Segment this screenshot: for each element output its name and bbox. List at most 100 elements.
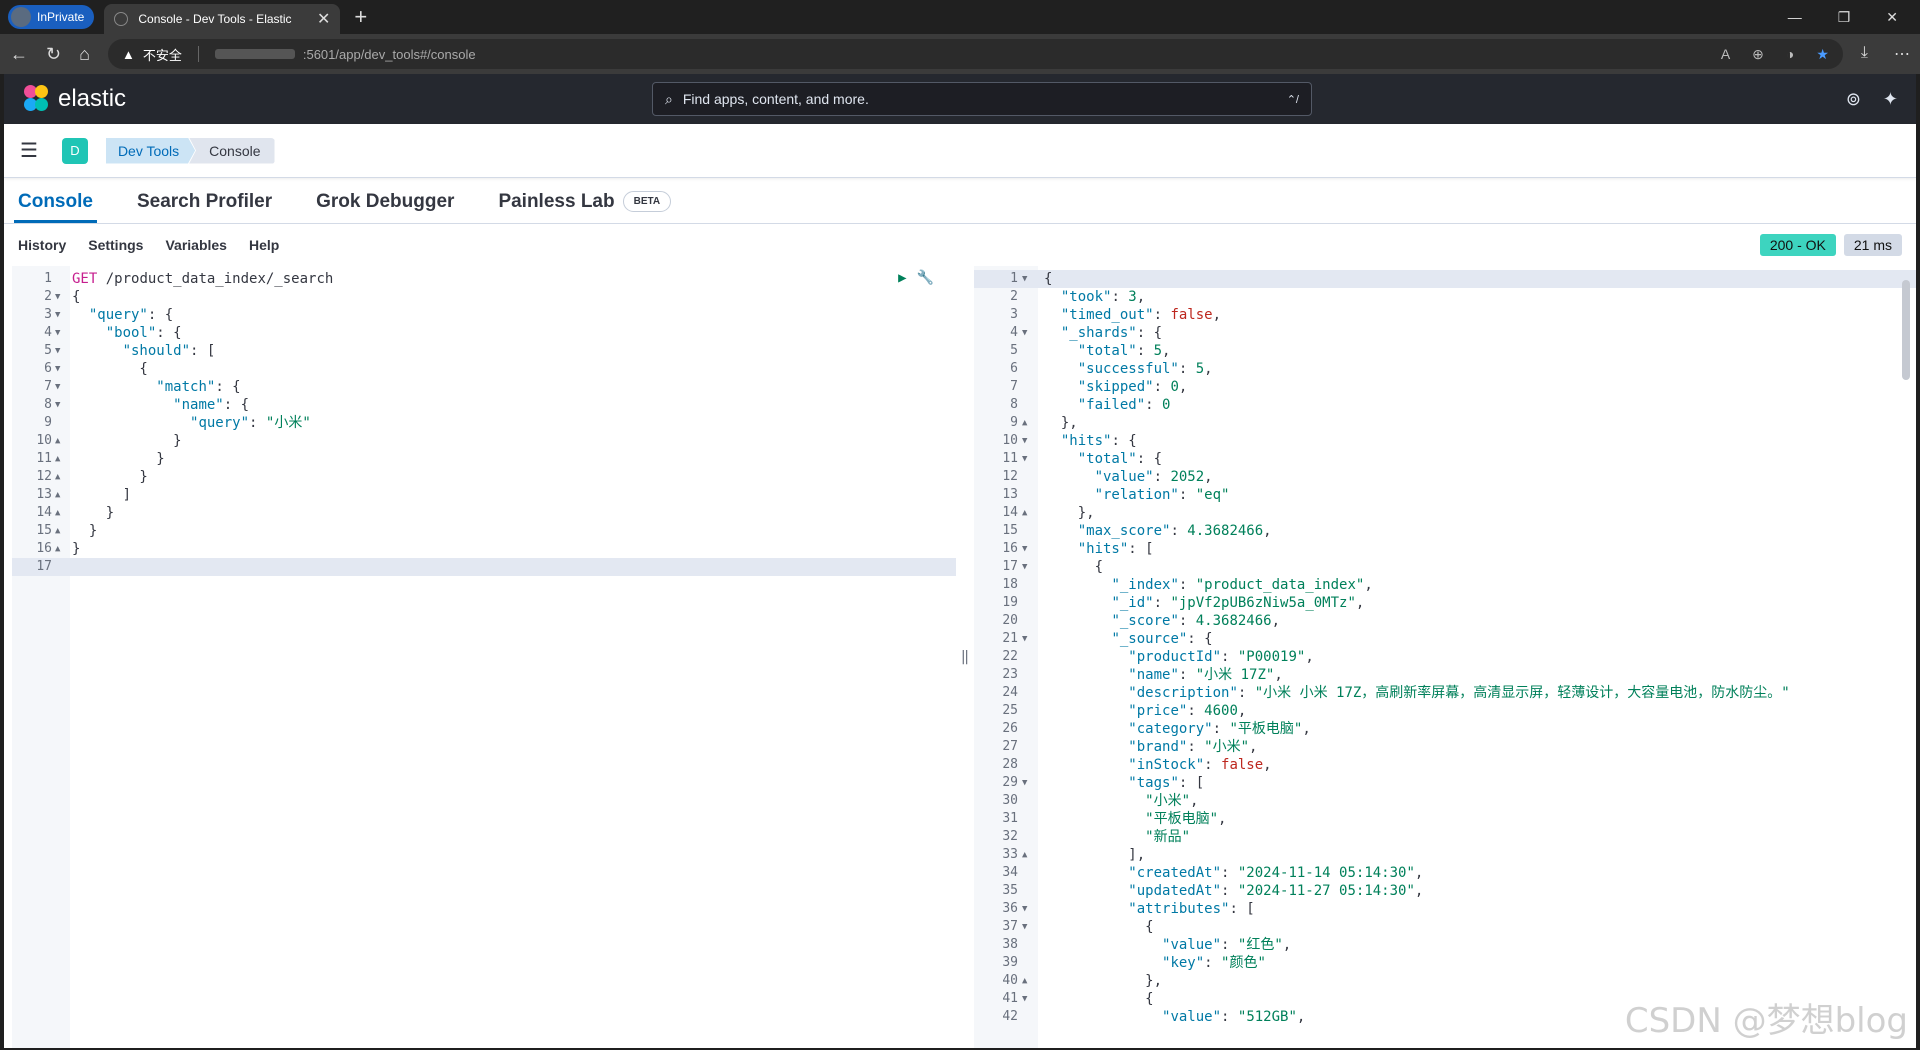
- restore-icon[interactable]: ❐: [1837, 8, 1851, 25]
- response-fold-icon[interactable]: ▲: [1022, 508, 1028, 518]
- response-line-number: 31: [1002, 811, 1018, 826]
- response-fold-icon[interactable]: ▼: [1022, 454, 1028, 464]
- request-fold-icon[interactable]: ▼: [55, 346, 61, 356]
- response-fold-icon[interactable]: ▲: [1022, 418, 1028, 428]
- response-code: "category": "平板电脑",: [1128, 721, 1311, 737]
- response-fold-icon[interactable]: ▼: [1022, 274, 1028, 284]
- response-code: "total": {: [1077, 451, 1163, 467]
- help-icon[interactable]: ⊚: [1845, 88, 1861, 109]
- settings-link[interactable]: Settings: [88, 237, 144, 253]
- request-fold-icon[interactable]: ▼: [55, 382, 61, 392]
- home-icon[interactable]: ⌂: [79, 43, 90, 64]
- request-code: GET /product_data_index/_search: [72, 271, 334, 287]
- request-line-number: 1: [44, 271, 52, 286]
- response-fold-icon[interactable]: ▼: [1022, 904, 1028, 914]
- response-scrollbar[interactable]: [1902, 280, 1910, 380]
- read-aloud-icon[interactable]: A: [1720, 45, 1731, 62]
- editor-resize-handle[interactable]: ‖: [960, 649, 970, 665]
- request-options-icon[interactable]: 🔧: [916, 270, 934, 286]
- response-fold-icon[interactable]: ▼: [1022, 562, 1028, 572]
- response-line: 42 "value": "512GB",: [974, 1008, 1916, 1026]
- response-line: 21▼ "_source": {: [974, 630, 1916, 648]
- response-line-number: 25: [1002, 703, 1018, 718]
- response-line: 4▼ "_shards": {: [974, 324, 1916, 342]
- favorite-star-icon[interactable]: ★: [1816, 45, 1829, 62]
- space-avatar[interactable]: D: [61, 137, 88, 164]
- menu-toggle-icon[interactable]: ☰: [20, 140, 38, 162]
- request-fold-icon[interactable]: ▲: [55, 436, 61, 446]
- response-fold-icon[interactable]: ▼: [1022, 778, 1028, 788]
- request-fold-icon[interactable]: ▼: [55, 310, 61, 320]
- request-fold-icon[interactable]: ▼: [55, 400, 61, 410]
- request-fold-icon[interactable]: ▼: [55, 364, 61, 374]
- request-fold-icon[interactable]: ▲: [55, 472, 61, 482]
- response-time-badge: 21 ms: [1843, 234, 1902, 256]
- response-fold-icon[interactable]: ▼: [1022, 436, 1028, 446]
- news-feed-icon[interactable]: ✦: [1882, 88, 1898, 109]
- new-tab-icon[interactable]: +: [354, 4, 368, 29]
- close-window-icon[interactable]: ✕: [1886, 8, 1898, 25]
- refresh-ext-icon[interactable]: ◑: [1785, 45, 1795, 62]
- minimize-icon[interactable]: —: [1787, 8, 1802, 25]
- request-gutter: [12, 266, 70, 1048]
- request-code: }: [72, 523, 98, 539]
- url-text: :5601/app/dev_tools#/console: [302, 46, 476, 62]
- request-fold-icon[interactable]: ▲: [55, 490, 61, 500]
- request-fold-icon[interactable]: ▼: [55, 328, 61, 338]
- response-fold-icon[interactable]: ▼: [1022, 328, 1028, 338]
- zoom-icon[interactable]: ⊕: [1752, 45, 1764, 62]
- breadcrumb-dev-tools[interactable]: Dev Tools: [105, 137, 196, 164]
- response-fold-icon[interactable]: ▼: [1022, 544, 1028, 554]
- response-fold-icon[interactable]: ▼: [1022, 994, 1028, 1004]
- variables-link[interactable]: Variables: [165, 237, 227, 253]
- request-fold-icon[interactable]: ▲: [55, 508, 61, 518]
- response-fold-icon[interactable]: ▼: [1022, 922, 1028, 932]
- response-fold-icon[interactable]: ▲: [1022, 976, 1028, 986]
- request-line-number: 17: [36, 559, 52, 574]
- back-icon[interactable]: ←: [10, 43, 28, 64]
- request-line: 7▼ "match": {: [12, 378, 956, 396]
- response-fold-icon[interactable]: ▲: [1022, 850, 1028, 860]
- global-search[interactable]: ⌕ Find apps, content, and more. ⌃/: [652, 82, 1312, 116]
- more-menu-icon[interactable]: ⋯: [1894, 46, 1910, 63]
- console-subnav: History Settings Variables Help 200 - OK…: [4, 224, 1916, 266]
- request-fold-icon[interactable]: ▲: [55, 526, 61, 536]
- response-line-number: 10: [1002, 433, 1018, 448]
- beta-badge: BETA: [622, 191, 672, 212]
- response-line: 22 "productId": "P00019",: [974, 648, 1916, 666]
- response-line-number: 32: [1002, 829, 1018, 844]
- tab-console[interactable]: Console: [14, 191, 97, 223]
- response-code: "description": "小米 小米 17Z，高刷新率屏幕，高清显示屏，轻…: [1128, 685, 1790, 701]
- tab-grok-debugger[interactable]: Grok Debugger: [316, 191, 455, 212]
- download-icon[interactable]: ⤓: [1860, 44, 1868, 61]
- response-line-number: 19: [1002, 595, 1018, 610]
- history-link[interactable]: History: [18, 237, 67, 253]
- response-line: 39 "key": "颜色": [974, 954, 1916, 972]
- response-line: 3 "timed_out": false,: [974, 306, 1916, 324]
- request-line-number: 14: [36, 505, 52, 520]
- response-line: 5 "total": 5,: [974, 342, 1916, 360]
- send-request-icon[interactable]: ▶: [898, 270, 907, 286]
- response-line-number: 15: [1002, 523, 1018, 538]
- inprivate-badge[interactable]: InPrivate: [8, 5, 95, 29]
- browser-tab[interactable]: Console - Dev Tools - Elastic ✕: [104, 4, 341, 34]
- request-fold-icon[interactable]: ▲: [55, 454, 61, 464]
- address-bar[interactable]: ▲ 不安全 :5601/app/dev_tools#/console A ⊕ ◑…: [107, 39, 1843, 69]
- response-fold-icon[interactable]: ▼: [1022, 634, 1028, 644]
- response-line-number: 24: [1002, 685, 1018, 700]
- elastic-logo[interactable]: elastic: [22, 85, 652, 113]
- request-line-number: 7: [44, 379, 52, 394]
- close-tab-icon[interactable]: ✕: [316, 11, 331, 28]
- response-line: 23 "name": "小米 17Z",: [974, 666, 1916, 684]
- request-fold-icon[interactable]: ▲: [55, 544, 61, 554]
- tab-search-profiler[interactable]: Search Profiler: [136, 191, 273, 212]
- reload-icon[interactable]: ↻: [46, 43, 62, 64]
- response-line: 20 "_score": 4.3682466,: [974, 612, 1916, 630]
- response-code: {: [1044, 271, 1053, 287]
- help-link[interactable]: Help: [248, 237, 280, 253]
- response-editor[interactable]: 1▼{2 "took": 3,3 "timed_out": false,4▼ "…: [974, 266, 1916, 1048]
- response-code: },: [1044, 505, 1095, 521]
- request-fold-icon[interactable]: ▼: [55, 292, 61, 302]
